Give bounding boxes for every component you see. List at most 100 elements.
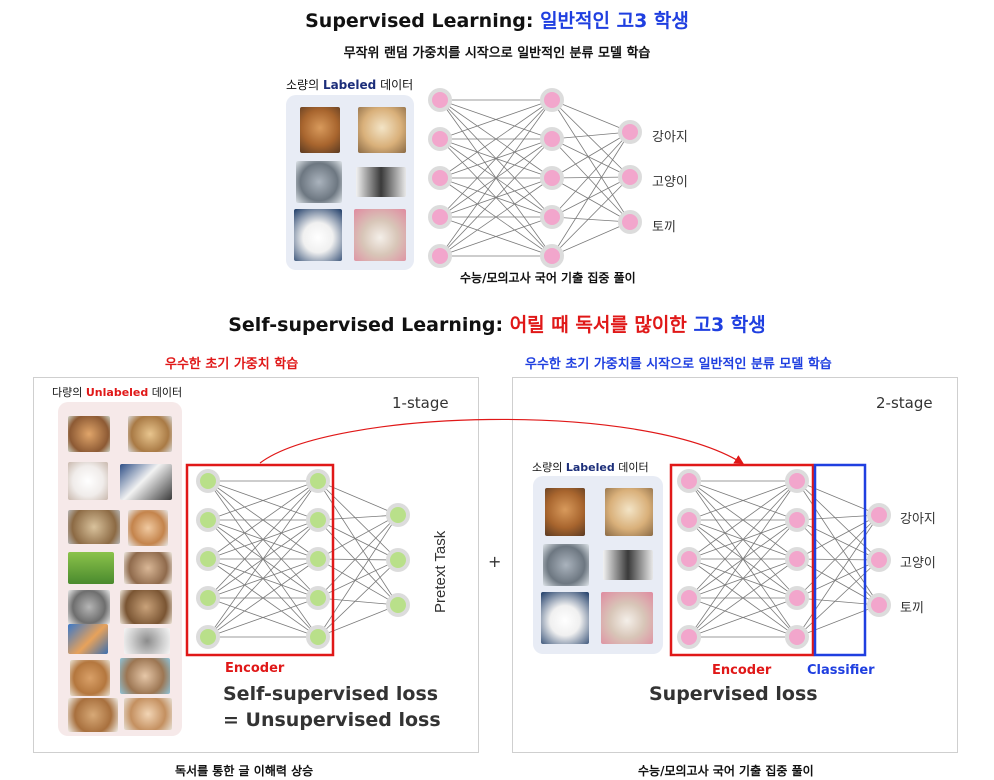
dog-image bbox=[120, 464, 172, 500]
stage1-label: 1-stage bbox=[392, 394, 449, 412]
classifier-box bbox=[813, 463, 867, 657]
network-connection bbox=[796, 480, 880, 561]
network-connection bbox=[207, 480, 319, 638]
network-connection bbox=[551, 176, 631, 218]
network-connection bbox=[439, 99, 553, 179]
top-subtitle: 무작위 랜덤 가중치를 시작으로 일반적인 분류 모델 학습 bbox=[343, 46, 651, 61]
rabbit-image bbox=[354, 209, 406, 261]
network-connection bbox=[551, 131, 631, 218]
dog-image bbox=[358, 107, 406, 153]
network-node bbox=[306, 547, 330, 571]
left-encoder-box bbox=[185, 463, 335, 657]
network-connection bbox=[439, 216, 553, 257]
network-connection bbox=[317, 480, 399, 606]
network-node bbox=[677, 625, 701, 649]
network-node bbox=[785, 586, 809, 610]
dog-image bbox=[128, 510, 168, 546]
network-node bbox=[306, 469, 330, 493]
middle-title-blue: 고3 학생 bbox=[686, 314, 766, 336]
network-node bbox=[540, 205, 564, 229]
cat-image bbox=[356, 167, 406, 197]
network-connection bbox=[551, 216, 631, 223]
network-connection bbox=[317, 514, 399, 521]
network-connection bbox=[551, 131, 631, 140]
network-connection bbox=[796, 480, 880, 606]
top-data-label-pre: 소량의 bbox=[286, 78, 323, 92]
network-node bbox=[428, 166, 452, 190]
cat-image bbox=[124, 628, 170, 654]
unlabeled-data-panel bbox=[58, 402, 182, 736]
network-node bbox=[386, 548, 410, 572]
network-node bbox=[196, 469, 220, 493]
top-title: Supervised Learning: 일반적인 고3 학생 bbox=[0, 6, 994, 33]
network-node bbox=[306, 586, 330, 610]
top-title-prefix: Supervised Learning: bbox=[305, 10, 541, 32]
left-data-label-pre: 다량의 bbox=[52, 386, 86, 399]
left-data-label: 다량의 Unlabeled 데이터 bbox=[52, 384, 182, 400]
network-connection bbox=[317, 519, 399, 561]
cat-image bbox=[296, 161, 342, 203]
plus-sign: + bbox=[488, 552, 502, 571]
top-data-label-labeled: Labeled bbox=[322, 78, 377, 92]
dog-image bbox=[68, 416, 110, 452]
top-labeled-data-panel bbox=[286, 95, 414, 270]
network-connection bbox=[551, 99, 631, 133]
network-connection bbox=[551, 177, 631, 223]
network-node bbox=[677, 547, 701, 571]
left-loss-line1: Self-supervised loss bbox=[223, 683, 439, 705]
right-encoder-box bbox=[669, 463, 815, 657]
right-encoder-label: Encoder bbox=[712, 663, 772, 678]
top-data-label-post: 데이터 bbox=[376, 78, 414, 92]
network-connection bbox=[551, 131, 631, 257]
dog-image bbox=[605, 488, 653, 536]
top-output-cat: 고양이 bbox=[652, 175, 688, 190]
network-connection bbox=[796, 514, 880, 599]
network-node bbox=[428, 127, 452, 151]
right-header: 우수한 초기 가중치를 시작으로 일반적인 분류 모델 학습 bbox=[525, 357, 832, 372]
network-connection bbox=[688, 480, 798, 638]
right-data-label-labeled: Labeled bbox=[565, 461, 615, 474]
network-connection bbox=[207, 597, 319, 638]
network-node bbox=[540, 88, 564, 112]
network-connection bbox=[551, 138, 631, 223]
network-node bbox=[306, 508, 330, 532]
network-connection bbox=[551, 176, 631, 179]
network-connection bbox=[439, 177, 553, 257]
network-connection bbox=[551, 131, 631, 179]
network-connection bbox=[688, 480, 798, 521]
network-node bbox=[196, 547, 220, 571]
network-connection bbox=[207, 480, 319, 599]
right-loss: Supervised loss bbox=[649, 683, 818, 705]
network-node bbox=[196, 625, 220, 649]
network-node bbox=[428, 205, 452, 229]
left-encoder-label: Encoder bbox=[225, 661, 285, 676]
cat-image bbox=[68, 552, 114, 584]
dog-image bbox=[68, 510, 120, 544]
network-node bbox=[785, 625, 809, 649]
network-node bbox=[785, 547, 809, 571]
left-data-label-unlabeled: Unlabeled bbox=[85, 386, 149, 399]
right-output-dog: 강아지 bbox=[900, 512, 936, 527]
network-node bbox=[428, 244, 452, 268]
network-connection bbox=[317, 558, 399, 606]
dog-image bbox=[68, 462, 108, 500]
network-connection bbox=[207, 519, 319, 638]
network-node bbox=[428, 88, 452, 112]
pretext-task-label: Pretext Task bbox=[432, 530, 449, 613]
top-data-label: 소량의 Labeled 데이터 bbox=[286, 76, 413, 93]
right-data-label-pre: 소량의 bbox=[532, 461, 566, 474]
network-connection bbox=[688, 597, 798, 638]
network-node bbox=[677, 469, 701, 493]
network-connection bbox=[796, 514, 880, 560]
dog-image bbox=[128, 416, 172, 452]
network-connection bbox=[317, 559, 399, 599]
network-node bbox=[618, 120, 642, 144]
network-connection bbox=[317, 604, 399, 638]
network-node bbox=[677, 508, 701, 532]
left-header: 우수한 초기 가중치 학습 bbox=[165, 357, 299, 372]
left-data-label-post: 데이터 bbox=[148, 386, 183, 399]
network-node bbox=[540, 166, 564, 190]
cat-image bbox=[120, 590, 172, 624]
network-connection bbox=[317, 559, 399, 638]
middle-title-red: 어릴 때 독서를 많이한 bbox=[509, 314, 687, 336]
